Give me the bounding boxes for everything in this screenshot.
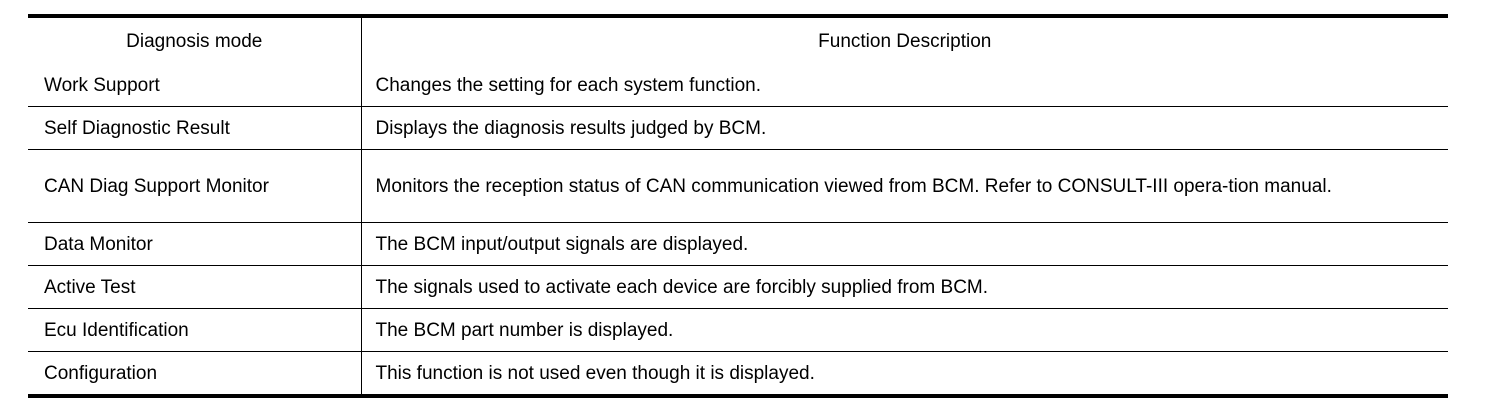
diagnosis-mode-table-container: Diagnosis mode Function Description Work… bbox=[28, 14, 1448, 398]
diagnosis-mode-label: Data Monitor bbox=[44, 233, 153, 255]
table-body: Work Support Changes the setting for eac… bbox=[28, 64, 1448, 396]
diagnosis-mode-table: Diagnosis mode Function Description Work… bbox=[28, 14, 1448, 398]
cell-function-description: Displays the diagnosis results judged by… bbox=[361, 106, 1448, 150]
column-header-diagnosis-mode: Diagnosis mode bbox=[28, 16, 362, 64]
cell-diagnosis-mode: Configuration bbox=[28, 351, 362, 396]
cell-diagnosis-mode: Data Monitor bbox=[28, 222, 362, 266]
cell-diagnosis-mode: CAN Diag Support Monitor bbox=[28, 149, 362, 223]
cell-function-description: The signals used to activate each device… bbox=[361, 265, 1448, 309]
table-row: Self Diagnostic Result Displays the diag… bbox=[28, 106, 1448, 150]
cell-diagnosis-mode: Self Diagnostic Result bbox=[28, 106, 362, 150]
column-header-function-description: Function Description bbox=[361, 16, 1448, 64]
function-description-text: The BCM part number is displayed. bbox=[375, 319, 674, 341]
column-header-function-description-label: Function Description bbox=[818, 30, 992, 52]
cell-function-description: The BCM part number is displayed. bbox=[361, 308, 1448, 352]
cell-function-description: Monitors the reception status of CAN com… bbox=[361, 149, 1448, 223]
diagnosis-mode-label: Ecu Identification bbox=[44, 319, 189, 341]
diagnosis-mode-label: Work Support bbox=[44, 74, 160, 96]
table-row: Configuration This function is not used … bbox=[28, 351, 1448, 397]
diagnosis-mode-label: Self Diagnostic Result bbox=[44, 117, 230, 139]
column-header-diagnosis-mode-label: Diagnosis mode bbox=[126, 30, 263, 52]
table-row: Ecu Identification The BCM part number i… bbox=[28, 308, 1448, 352]
cell-function-description: Changes the setting for each system func… bbox=[361, 64, 1448, 107]
table-row: Data Monitor The BCM input/output signal… bbox=[28, 222, 1448, 266]
function-description-text: This function is not used even though it… bbox=[375, 362, 815, 384]
table-row: Active Test The signals used to activate… bbox=[28, 265, 1448, 309]
table-header-row: Diagnosis mode Function Description bbox=[28, 16, 1448, 64]
function-description-text: The BCM input/output signals are display… bbox=[375, 233, 749, 255]
cell-function-description: This function is not used even though it… bbox=[361, 352, 1448, 397]
table-header: Diagnosis mode Function Description bbox=[28, 16, 1448, 64]
function-description-text: Changes the setting for each system func… bbox=[375, 74, 762, 96]
function-description-text: Displays the diagnosis results judged by… bbox=[375, 117, 767, 139]
table-row: CAN Diag Support Monitor Monitors the re… bbox=[28, 149, 1448, 223]
table-row: Work Support Changes the setting for eac… bbox=[28, 64, 1448, 107]
function-description-text: Monitors the reception status of CAN com… bbox=[375, 175, 1332, 197]
cell-diagnosis-mode: Active Test bbox=[28, 265, 362, 309]
diagnosis-mode-label: CAN Diag Support Monitor bbox=[44, 175, 269, 197]
function-description-text: The signals used to activate each device… bbox=[375, 276, 989, 298]
diagnosis-mode-label: Configuration bbox=[44, 362, 158, 384]
diagnosis-mode-label: Active Test bbox=[44, 276, 136, 298]
cell-diagnosis-mode: Ecu Identification bbox=[28, 308, 362, 352]
cell-diagnosis-mode: Work Support bbox=[28, 64, 362, 107]
cell-function-description: The BCM input/output signals are display… bbox=[361, 222, 1448, 266]
